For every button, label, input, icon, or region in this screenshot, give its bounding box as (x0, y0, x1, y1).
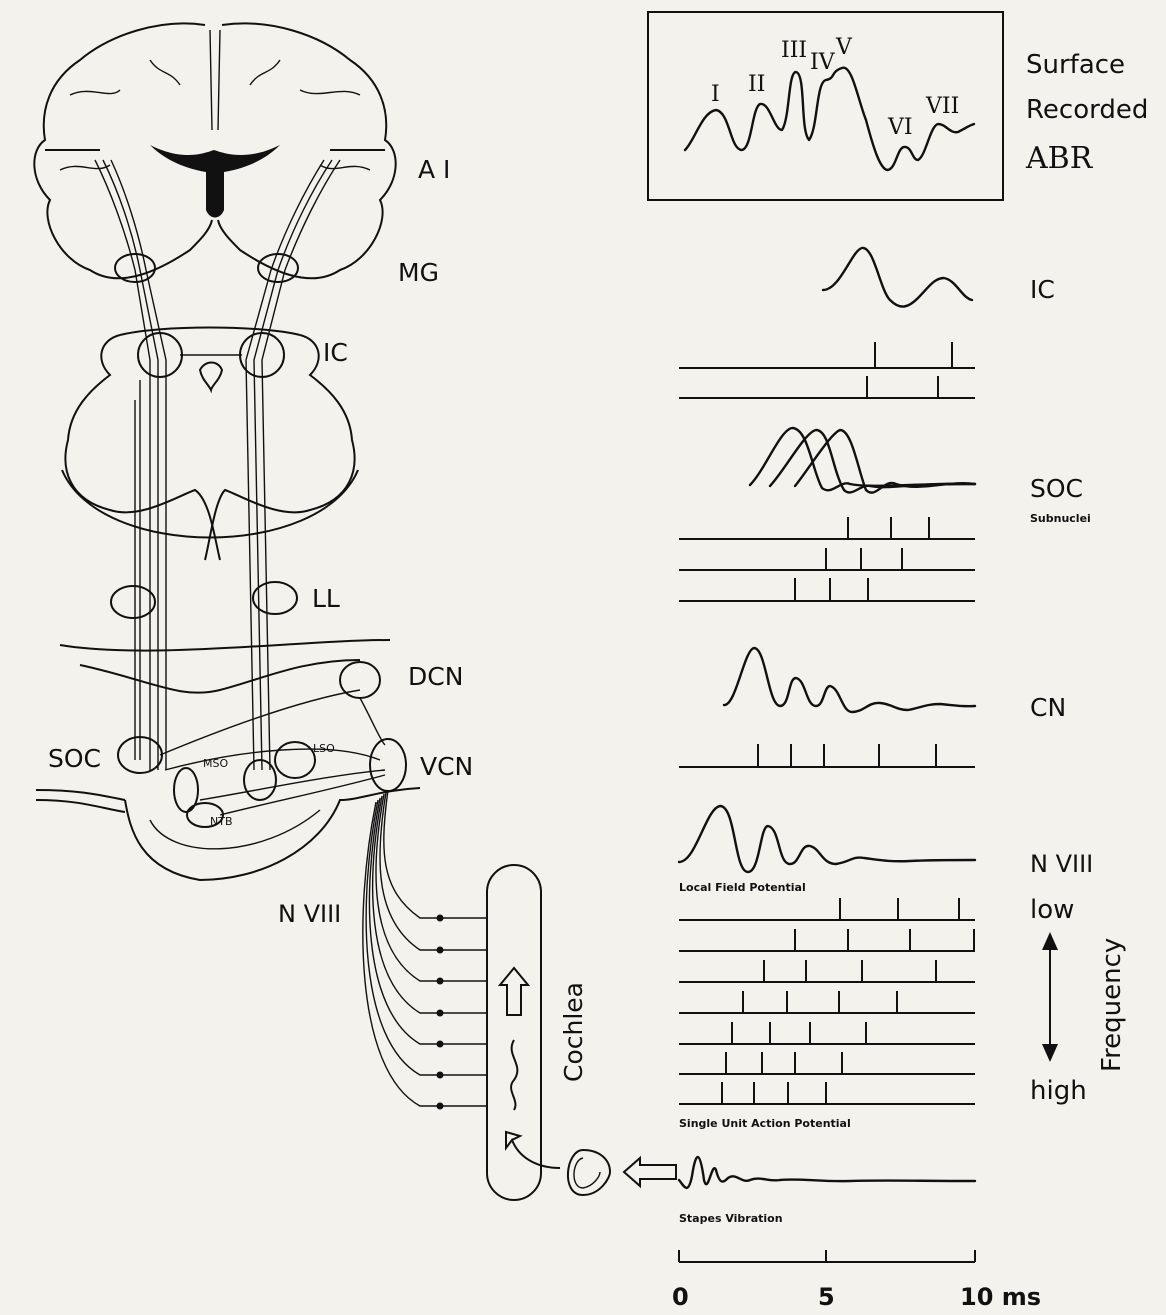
ic-spike-rasters (679, 342, 975, 398)
ic-label: IC (323, 338, 348, 367)
a1-label: A I (418, 155, 450, 184)
n8-spike-rasters (679, 898, 975, 1104)
soc-subnuclei-label: Subnuclei (1030, 512, 1091, 525)
peak-label: VI (887, 115, 913, 140)
cn-spike-raster (679, 744, 975, 767)
up-arrow-icon (500, 968, 528, 1015)
mg-label: MG (398, 258, 439, 287)
frequency-arrow-icon (1042, 932, 1058, 1062)
cn-trace (724, 648, 975, 712)
ll-label: LL (312, 584, 340, 613)
frequency-label: Frequency (1097, 938, 1127, 1072)
cochlea (487, 865, 560, 1200)
left-arrow-icon (624, 1158, 676, 1186)
soc-spike-rasters (679, 517, 975, 601)
n8-label: N VIII (278, 900, 341, 928)
cochlea-label: Cochlea (559, 982, 588, 1082)
time-axis (679, 1250, 975, 1262)
abr-title-line2: Recorded (1026, 95, 1148, 125)
soc-label: SOC (48, 744, 101, 773)
peak-label: III (781, 38, 807, 63)
time-tick-label: 0 (672, 1283, 689, 1311)
ntb-label: NTB (210, 815, 233, 828)
time-tick-label: 5 (818, 1283, 835, 1311)
vcn-nucleus (370, 739, 406, 791)
stapes-caption: Stapes Vibration (679, 1212, 783, 1225)
dcn-label: DCN (408, 662, 463, 691)
suap-caption: Single Unit Action Potential (679, 1117, 851, 1130)
ic-trace (823, 248, 972, 307)
peak-label: VII (925, 94, 959, 119)
lso-label: LSO (313, 742, 335, 755)
stapes-vibration-trace (679, 1157, 975, 1188)
stapes-icon (568, 1150, 676, 1195)
low-label: low (1030, 895, 1074, 925)
lso-nucleus (275, 742, 315, 778)
cn-trace-label: CN (1030, 693, 1066, 722)
ventricle-shape (150, 145, 280, 218)
n8-trace-label: N VIII (1030, 850, 1093, 878)
peak-label: V (835, 35, 853, 60)
abr-title-line1: Surface (1026, 50, 1125, 80)
vcn-label: VCN (420, 752, 473, 781)
n8-lfp-trace (679, 806, 975, 872)
high-label: high (1030, 1076, 1087, 1106)
curved-arrow-icon (506, 1132, 560, 1168)
ic-trace-label: IC (1030, 275, 1055, 304)
ic-left-nucleus (138, 333, 182, 377)
peak-label: II (748, 72, 765, 97)
soc-traces (750, 428, 975, 493)
ll-nuclei (111, 582, 297, 618)
cerebrum (34, 23, 395, 278)
peak-label: I (711, 82, 720, 107)
n8-fibres (363, 790, 487, 1110)
abr-title-line3: ABR (1025, 141, 1094, 176)
mso-label: MSO (203, 757, 228, 770)
soc-trace-label: SOC (1030, 474, 1083, 503)
brainstem-outline (62, 328, 358, 561)
lfp-caption: Local Field Potential (679, 881, 806, 894)
peak-label: IV (810, 50, 836, 75)
time-tick-label: 10 ms (960, 1283, 1041, 1311)
